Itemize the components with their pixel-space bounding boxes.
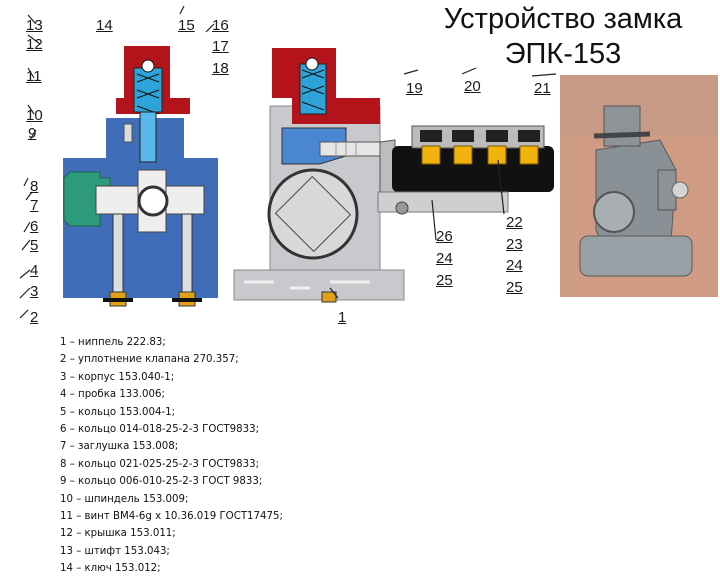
legend-item: 8 – кольцо 021-025-25-2-3 ГОСТ9833; (60, 458, 260, 470)
key-block (377, 125, 554, 215)
legend-item: 4 – пробка 133.006; (60, 389, 165, 401)
callout-12: 12 (26, 36, 43, 53)
lock-diagram (19, 5, 718, 319)
callout-9: 9 (28, 125, 37, 142)
callout-23: 23 (506, 236, 523, 253)
callout-19: 19 (406, 80, 423, 97)
callout-14: 14 (96, 17, 113, 34)
leader-lines (19, 5, 557, 319)
callout-26: 26 (436, 228, 453, 245)
diagram-title: Устройство замка ЭПК-153 (410, 2, 716, 72)
callout-1: 1 (338, 309, 347, 326)
callout-17: 17 (212, 38, 229, 55)
callout-24-a: 24 (436, 250, 453, 267)
legend-item: 9 – кольцо 006-010-25-2-3 ГОСТ 9833; (60, 476, 263, 488)
rotor-disc (267, 168, 359, 260)
legend-item: 12 – крышка 153.011; (60, 528, 176, 540)
callout-16: 16 (212, 17, 229, 34)
callout-21: 21 (534, 80, 551, 97)
title-line-1: Устройство замка (443, 3, 683, 35)
callout-4: 4 (30, 262, 39, 279)
callout-25-a: 25 (436, 272, 453, 289)
callout-11: 11 (26, 68, 42, 85)
left-section-view (63, 46, 218, 307)
callout-7: 7 (30, 197, 39, 214)
callout-18: 18 (212, 60, 229, 77)
legend-item: 6 – кольцо 014-018-25-2-3 ГОСТ9833; (60, 424, 260, 436)
callout-2: 2 (30, 309, 39, 326)
callout-20: 20 (464, 78, 481, 95)
legend-item: 1 – ниппель 222.83; (60, 337, 166, 348)
callout-6: 6 (30, 218, 39, 235)
legend-item: 2 – уплотнение клапана 270.357; (60, 354, 239, 366)
callout-15: 15 (178, 17, 195, 34)
middle-section-view (233, 48, 405, 303)
spindle (139, 111, 157, 163)
legend-item: 14 – ключ 153.012; (60, 563, 161, 575)
callout-24-b: 24 (506, 257, 523, 274)
callout-5: 5 (30, 237, 39, 254)
legend-item: 5 – кольцо 153.004-1; (60, 406, 176, 418)
callout-13: 13 (26, 17, 43, 34)
title-line-2: ЭПК-153 (504, 38, 622, 70)
callout-10: 10 (26, 107, 43, 124)
legend-item: 13 – штифт 153.043; (60, 545, 170, 557)
callout-25-b: 25 (506, 279, 523, 296)
legend-item: 11 – винт ВМ4-6g х 10.36.019 ГОСТ17475; (60, 511, 283, 523)
legend-item: 3 – корпус 153.040-1; (60, 371, 175, 383)
device-photo (560, 75, 718, 297)
callout-8: 8 (30, 178, 39, 195)
callout-22: 22 (506, 214, 523, 231)
parts-legend: 1 – ниппель 222.83; 2 – уплотнение клапа… (60, 334, 283, 578)
legend-item: 10 – шпиндель 153.009; (60, 493, 189, 505)
legend-item: 7 – заглушка 153.008; (60, 441, 179, 453)
callout-3: 3 (30, 283, 39, 300)
